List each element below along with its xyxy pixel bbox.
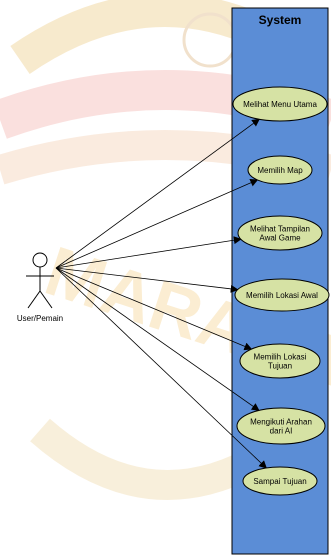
use-case-ellipse — [237, 215, 323, 251]
use-case-ellipse — [234, 278, 330, 312]
use-case-label: Memilih Map — [257, 166, 303, 175]
use-case-ellipse — [239, 343, 321, 379]
use-case-label: Awal Game — [259, 234, 301, 243]
association-line-uc1 — [55, 118, 261, 269]
use-case-label: Melihat Menu Utama — [243, 100, 317, 109]
actor-right-leg — [39, 290, 53, 309]
actor-left-leg — [27, 290, 41, 309]
use-case-label: Memilih Lokasi Awal — [246, 291, 318, 300]
use-case-label: dari AI — [270, 427, 293, 436]
use-case-ellipse — [236, 407, 326, 445]
association-line-uc4 — [55, 267, 239, 293]
actor — [26, 252, 54, 309]
use-case-label: Melihat Tampilan — [250, 225, 310, 234]
association-line-uc5 — [55, 267, 253, 351]
actor-head — [32, 252, 48, 268]
actor-label: User/Pemain — [17, 314, 63, 323]
use-case-label: Mengikuti Arahan — [250, 418, 312, 427]
use-case-label: Tujuan — [268, 362, 292, 371]
use-case-ellipse — [242, 466, 318, 496]
use-case-ellipse — [232, 86, 328, 122]
association-line-uc7 — [55, 267, 268, 469]
use-case-label: Sampai Tujuan — [253, 477, 306, 486]
use-case-ellipse — [247, 155, 313, 185]
use-case-uc7: Sampai Tujuan — [242, 466, 318, 496]
use-case-label: Memilih Lokasi — [254, 353, 307, 362]
use-case-uc1: Melihat Menu Utama — [232, 86, 328, 122]
use-case-uc2: Memilih Map — [247, 155, 313, 185]
association-line-uc3 — [55, 236, 242, 269]
use-case-uc4: Memilih Lokasi Awal — [234, 278, 330, 312]
association-line-uc6 — [55, 267, 260, 411]
associations — [55, 118, 268, 469]
system-title: System — [259, 13, 302, 27]
association-line-uc2 — [55, 179, 259, 269]
